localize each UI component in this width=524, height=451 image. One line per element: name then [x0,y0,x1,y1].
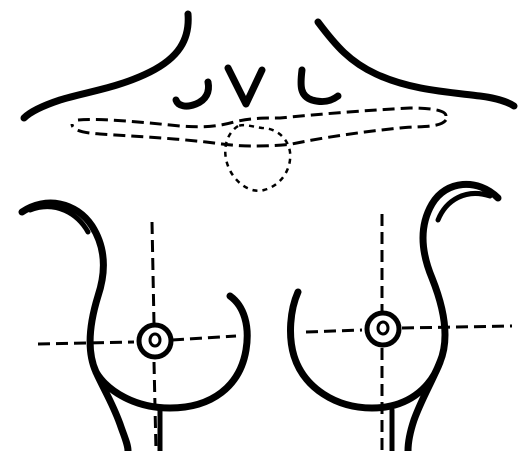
left-neck-shoulder-line [24,14,188,118]
clavicle-lower-dashed [72,120,446,146]
neck-shoulders [24,14,514,118]
right-neck-shoulder-line [318,22,514,106]
left-nipple-areola [139,325,171,357]
right-breast-contour [291,292,440,408]
right-axillary-fold [438,193,490,220]
left-clavicle-hook [176,82,209,106]
right-areola [367,313,399,345]
left-quadrant-lines [38,222,236,451]
right-quadrant-lines [306,214,512,451]
left-lateral-chest-contour [22,203,128,451]
right-lateral-chest-contour [408,184,498,451]
right-clavicle-hook [301,70,338,102]
clavicle-upper-dashed [78,108,446,127]
sternal-head-outline [225,125,290,191]
left-breast [22,203,247,451]
right-nipple [378,322,388,334]
left-areola [139,325,171,357]
sternal-notch-marks [176,68,338,106]
notch-v-mark [228,68,262,104]
left-breast-contour [96,296,247,408]
left-nipple [150,334,160,346]
right-horizontal-quadrant-line [306,326,512,332]
right-nipple-areola [367,313,399,345]
